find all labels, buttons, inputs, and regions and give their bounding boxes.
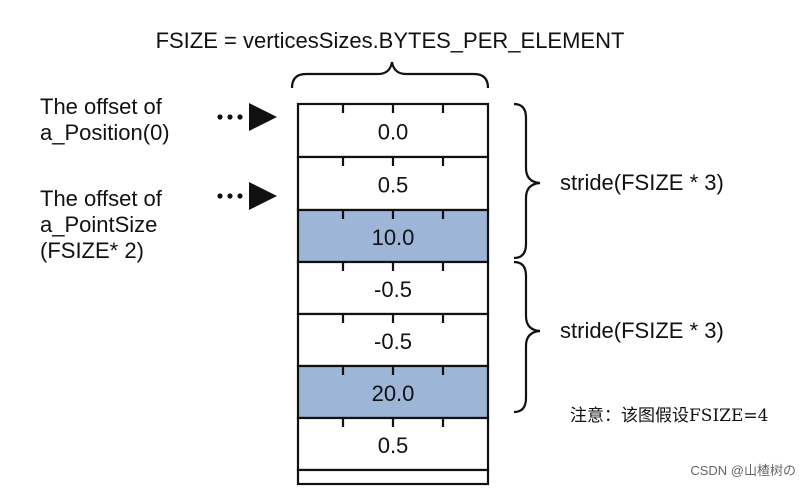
stride-label-2: stride(FSIZE * 3) — [560, 318, 724, 343]
buffer-cell — [296, 102, 490, 159]
element-size-brace — [290, 61, 490, 89]
buffer-cell — [296, 468, 490, 486]
stride-brace-2 — [513, 260, 541, 414]
buffer-cell-value: 0.0 — [378, 120, 409, 145]
buffer-cell-value: 10.0 — [372, 225, 415, 250]
offset-arrow-position — [217, 103, 277, 131]
pointsize-offset-label: The offset of a_PointSize (FSIZE* 2) — [40, 186, 162, 264]
buffer-cell-value: 20.0 — [372, 381, 415, 406]
watermark: CSDN @山楂树の — [690, 463, 796, 478]
buffer-cell-value: 0.5 — [378, 173, 409, 198]
vertex-buffer: 0.0 0.5 10.0 -0.5 -0.5 20.0 0.5 — [296, 102, 490, 486]
position-offset-line-2: a_Position(0) — [40, 120, 170, 145]
buffer-cell-value: -0.5 — [374, 277, 412, 302]
buffer-cell-value: 0.5 — [378, 433, 409, 458]
pointsize-offset-line-3: (FSIZE* 2) — [40, 238, 144, 263]
pointsize-offset-line-2: a_PointSize — [40, 212, 158, 237]
diagram-title: FSIZE = verticesSizes.BYTES_PER_ELEMENT — [155, 28, 625, 53]
stride-brace-1 — [513, 102, 541, 260]
pointsize-offset-line-1: The offset of — [40, 186, 162, 211]
position-offset-label: The offset of a_Position(0) — [40, 94, 170, 146]
buffer-cell-value: -0.5 — [374, 329, 412, 354]
position-offset-line-1: The offset of — [40, 94, 162, 119]
stride-label-1: stride(FSIZE * 3) — [560, 170, 724, 195]
offset-arrow-pointsize — [217, 182, 277, 210]
fsize-note: 注意：该图假设FSIZE=4 — [570, 406, 769, 426]
